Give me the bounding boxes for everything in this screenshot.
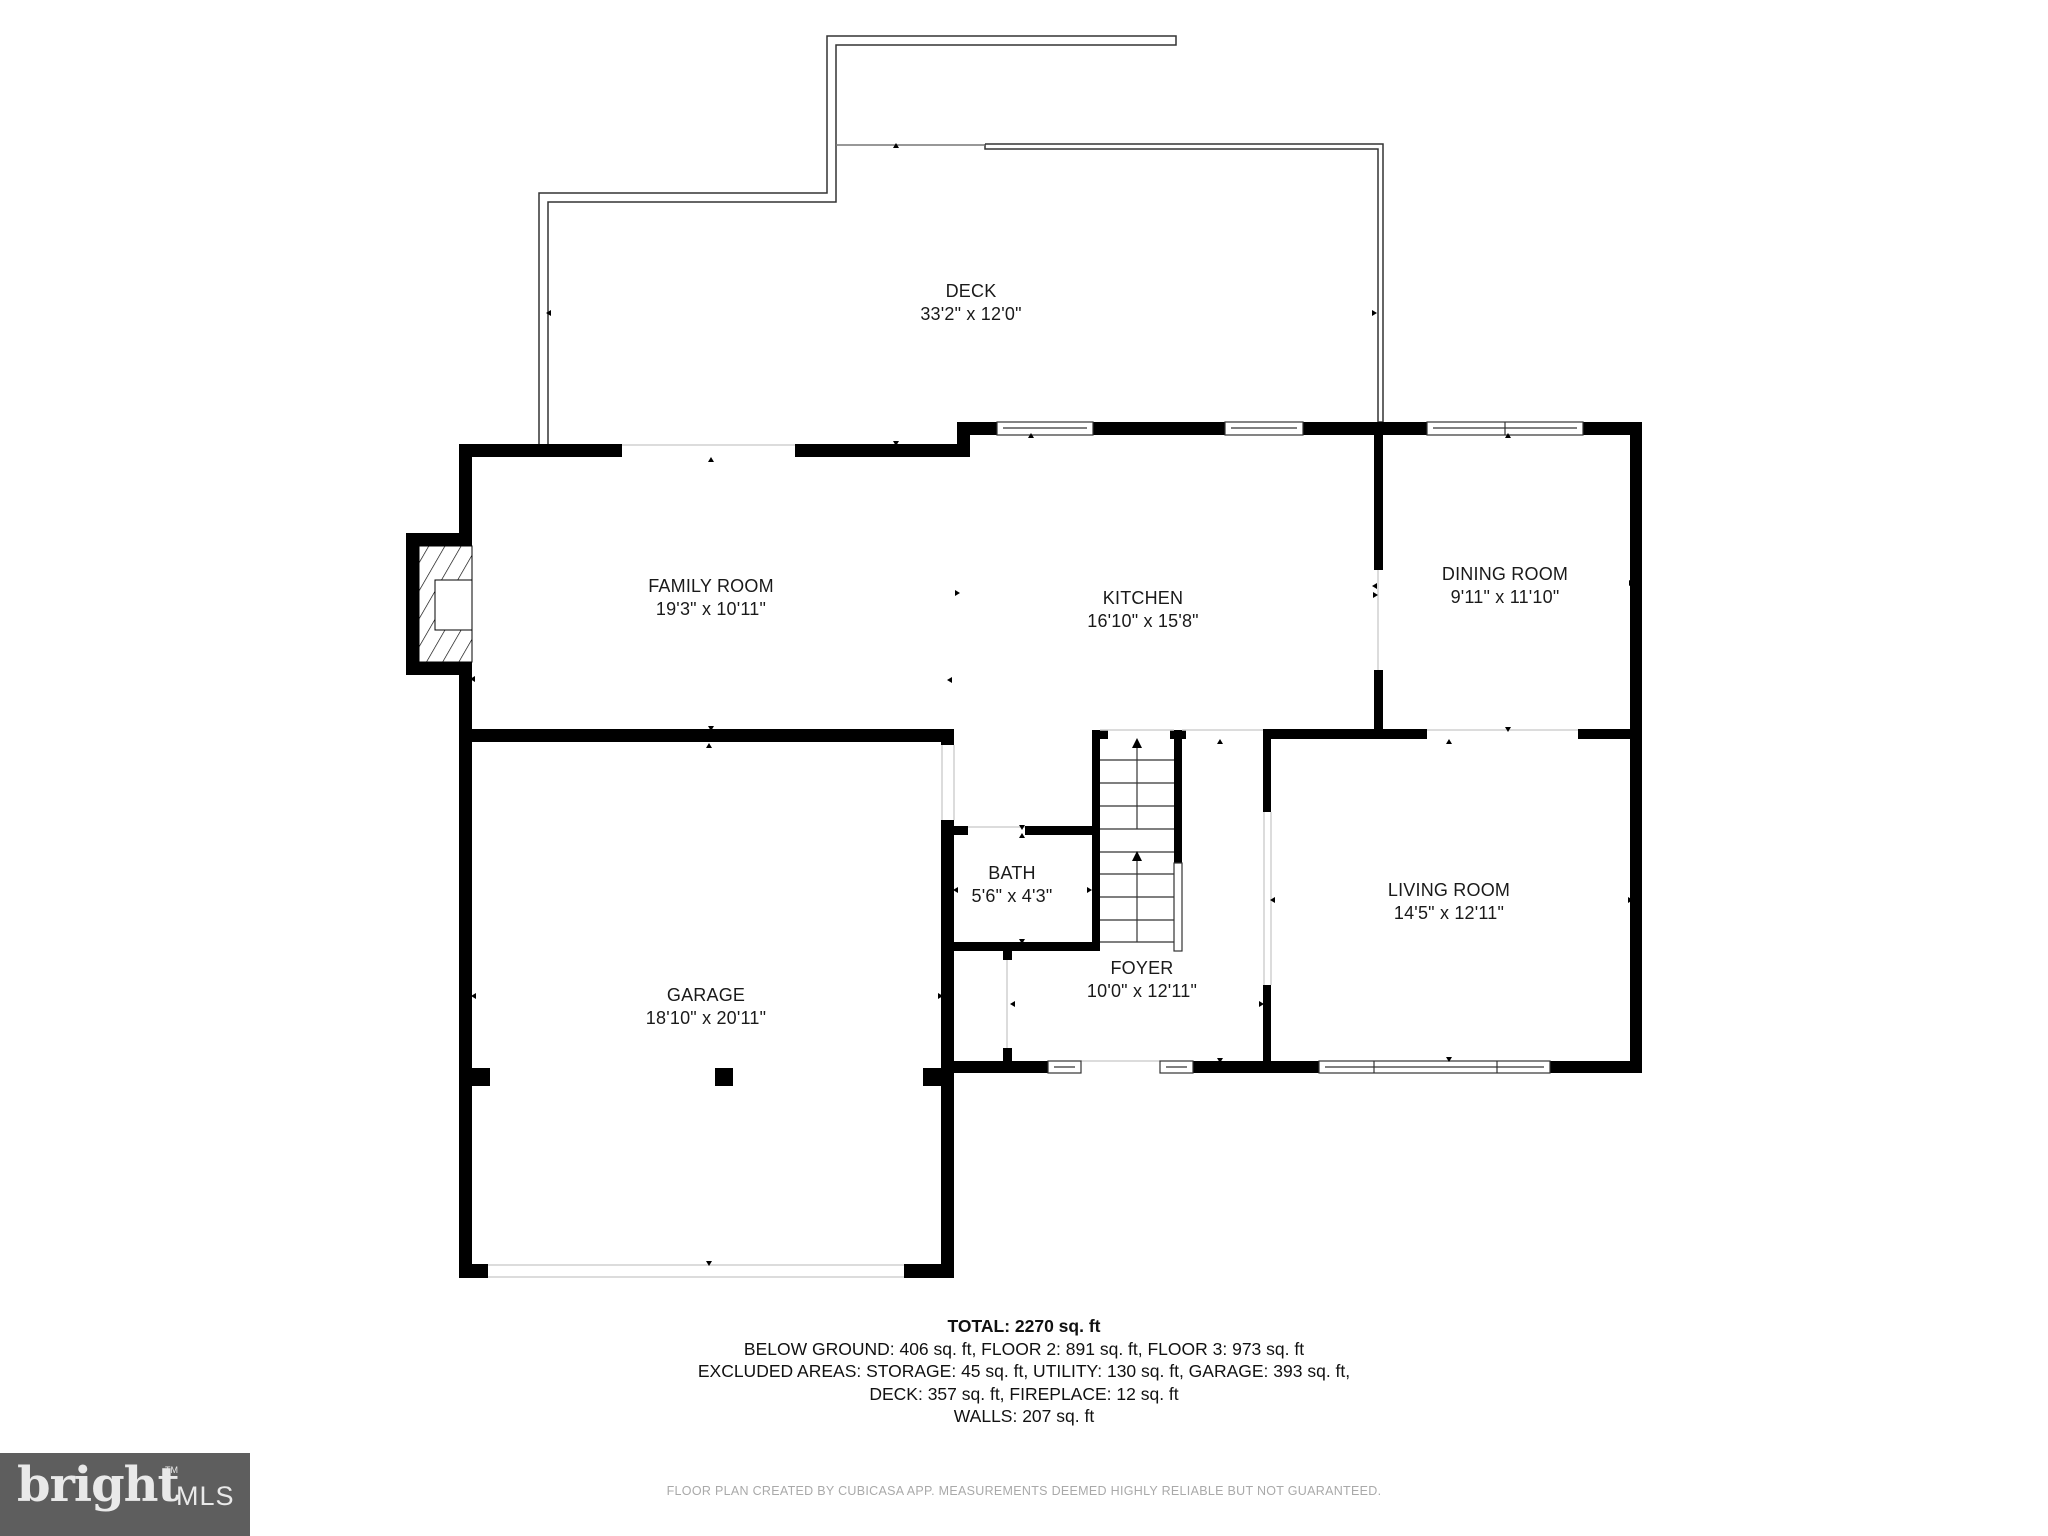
wall	[1578, 729, 1642, 739]
room-dimensions: 18'10" x 20'11"	[645, 1008, 767, 1028]
garage-post	[715, 1068, 733, 1086]
wall	[459, 444, 472, 534]
wall	[1025, 826, 1100, 835]
excluded-areas-continued: DECK: 357 sq. ft, FIREPLACE: 12 sq. ft	[869, 1383, 1179, 1404]
wall	[795, 444, 970, 457]
wall	[941, 729, 954, 745]
room-dimensions: 9'11" x 11'10"	[1450, 587, 1560, 607]
wall	[957, 422, 997, 435]
openings	[488, 444, 1578, 1278]
disclaimer-text: FLOOR PLAN CREATED BY CUBICASA APP. MEAS…	[666, 1484, 1382, 1498]
wall	[1630, 422, 1642, 1073]
wall	[954, 942, 1100, 951]
room-dimensions: 5'6" x 4'3"	[971, 886, 1053, 906]
wall	[1003, 1048, 1012, 1061]
room-dimensions: 14'5" x 12'11"	[1393, 903, 1505, 923]
dimension-markers	[470, 143, 1634, 1266]
wall	[1374, 670, 1383, 736]
room-name: FAMILY ROOM	[648, 576, 774, 596]
wall	[459, 444, 622, 457]
room-label-garage: GARAGE 18'10" x 20'11"	[646, 984, 766, 1030]
wall	[1174, 730, 1182, 863]
room-dimensions: 16'10" x 15'8"	[1087, 611, 1199, 631]
wall	[1263, 729, 1427, 739]
room-label-kitchen: KITCHEN 16'10" x 15'8"	[1087, 587, 1199, 633]
wall	[1193, 1061, 1319, 1073]
wall	[954, 826, 968, 835]
room-dimensions: 10'0" x 12'11"	[1086, 981, 1198, 1001]
wall	[459, 729, 954, 742]
total-area: TOTAL: 2270 sq. ft	[947, 1316, 1101, 1336]
room-label-dining-room: DINING ROOM 9'11" x 11'10"	[1442, 563, 1568, 609]
room-label-foyer: FOYER 10'0" x 12'11"	[1087, 957, 1197, 1003]
wall	[1003, 951, 1012, 960]
area-summary: TOTAL: 2270 sq. ft BELOW GROUND: 406 sq.…	[0, 1315, 2048, 1428]
walls-area: WALLS: 207 sq. ft	[953, 1406, 1095, 1426]
wall	[941, 820, 954, 1278]
floor-areas: BELOW GROUND: 406 sq. ft, FLOOR 2: 891 s…	[743, 1338, 1305, 1359]
wall	[459, 675, 472, 1278]
windows	[996, 421, 1584, 1074]
wall	[1263, 730, 1271, 812]
wall	[1550, 1061, 1642, 1073]
stairs	[1100, 738, 1183, 952]
wall	[1092, 730, 1100, 951]
wall	[1263, 985, 1271, 1073]
wall	[406, 533, 419, 675]
wall	[1374, 422, 1383, 570]
logo-wordmark: bright	[17, 1457, 180, 1513]
wall	[954, 1061, 1048, 1073]
room-name: KITCHEN	[1102, 588, 1184, 608]
deck-outline	[538, 35, 1384, 444]
room-dimensions: 33'2" x 12'0"	[920, 304, 1022, 324]
trademark-symbol: TM	[165, 1465, 178, 1475]
room-dimensions: 19'3" x 10'11"	[655, 599, 767, 619]
room-label-bath: BATH 5'6" x 4'3"	[972, 862, 1053, 908]
room-label-deck: DECK 33'2" x 12'0"	[920, 280, 1021, 326]
wall	[406, 533, 472, 546]
wall	[1093, 422, 1225, 435]
room-name: DINING ROOM	[1441, 564, 1569, 584]
room-name: LIVING ROOM	[1387, 880, 1511, 900]
room-label-family-room: FAMILY ROOM 19'3" x 10'11"	[648, 575, 774, 621]
wall	[1170, 730, 1186, 739]
wall	[1092, 730, 1108, 739]
wall	[904, 1264, 954, 1278]
excluded-areas: EXCLUDED AREAS: STORAGE: 45 sq. ft, UTIL…	[697, 1361, 1351, 1381]
logo-mls-text: MLS	[176, 1481, 235, 1511]
wall	[472, 1068, 490, 1086]
wall	[406, 662, 472, 675]
wall	[1583, 422, 1642, 435]
wall	[923, 1068, 941, 1086]
wall	[1303, 422, 1427, 435]
walls	[406, 422, 1642, 1278]
room-name: FOYER	[1110, 958, 1174, 978]
wall	[459, 1264, 488, 1278]
room-label-living-room: LIVING ROOM 14'5" x 12'11"	[1388, 879, 1510, 925]
fireplace	[418, 545, 473, 663]
room-name: BATH	[988, 863, 1036, 883]
bright-mls-logo: bright TM MLS	[0, 1453, 250, 1536]
room-name: GARAGE	[666, 985, 746, 1005]
room-name: DECK	[945, 281, 997, 301]
